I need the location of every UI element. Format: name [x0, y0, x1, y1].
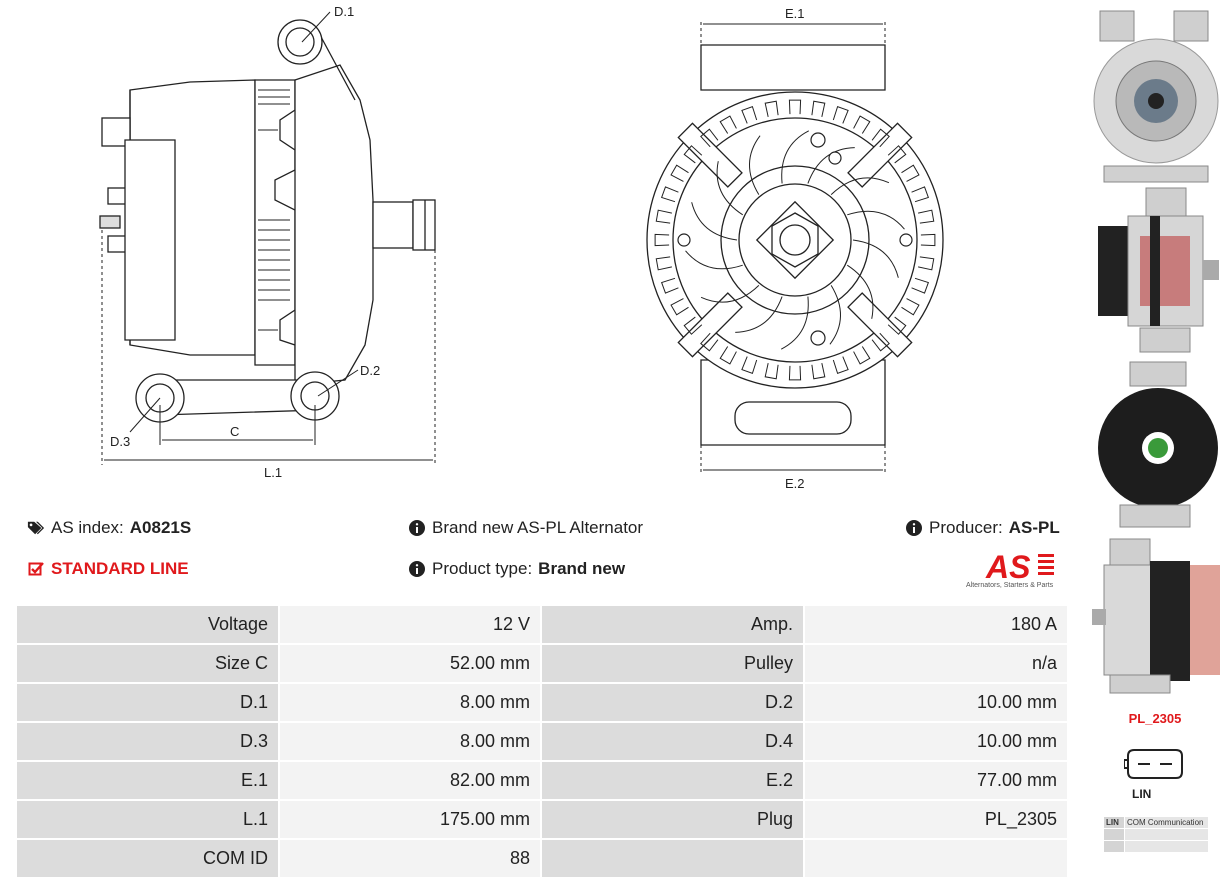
- label-d1: D.1: [334, 4, 354, 19]
- table-row: E.1 82.00 mm E.2 77.00 mm: [15, 760, 1069, 801]
- product-photo-side[interactable]: [1090, 186, 1222, 356]
- specification-table: Voltage 12 V Amp. 180 A Size C 52.00 mm …: [15, 604, 1069, 879]
- com-key: LIN: [1103, 816, 1125, 829]
- info-icon: [408, 519, 426, 537]
- spec-value: 52.00 mm: [278, 643, 542, 684]
- label-e1: E.1: [785, 6, 805, 21]
- label-c: C: [230, 424, 239, 439]
- standard-line-row: STANDARD LINE: [27, 559, 189, 579]
- spec-value: n/a: [803, 643, 1069, 684]
- spec-label: Plug: [540, 799, 805, 840]
- spec-value: 8.00 mm: [278, 721, 542, 762]
- producer-label: Producer:: [929, 518, 1003, 537]
- front-view-drawing: E.1 E.2: [646, 6, 944, 491]
- info-icon: [408, 560, 426, 578]
- spec-label: D.2: [540, 682, 805, 723]
- spec-value: [803, 838, 1069, 879]
- product-type-label: Product type:: [432, 559, 533, 578]
- tags-icon: [27, 519, 45, 537]
- label-d2: D.2: [360, 363, 380, 378]
- table-row: COM ID 88: [15, 838, 1069, 879]
- spec-value: 88: [278, 838, 542, 879]
- table-row: D.3 8.00 mm D.4 10.00 mm: [15, 721, 1069, 762]
- spec-value: 8.00 mm: [278, 682, 542, 723]
- product-photo-angle[interactable]: [1090, 535, 1222, 695]
- spec-value: 12 V: [278, 604, 542, 645]
- label-l1: L.1: [264, 465, 282, 480]
- brand-row: Brand new AS-PL Alternator: [408, 518, 643, 538]
- producer-value: AS-PL: [1008, 518, 1060, 537]
- as-index-label: AS index:: [51, 518, 124, 537]
- spec-label: Pulley: [540, 643, 805, 684]
- table-row: D.1 8.00 mm D.2 10.00 mm: [15, 682, 1069, 723]
- spec-label: D.4: [540, 721, 805, 762]
- plug-name[interactable]: PL_2305: [1128, 711, 1182, 726]
- spec-label: COM ID: [15, 838, 280, 879]
- product-photo-rear[interactable]: [1090, 360, 1222, 530]
- spec-label: L.1: [15, 799, 280, 840]
- table-row: L.1 175.00 mm Plug PL_2305: [15, 799, 1069, 840]
- spec-value: 77.00 mm: [803, 760, 1069, 801]
- com-table: LIN COM Communication: [1103, 816, 1209, 853]
- producer-row: Producer: AS-PL: [905, 518, 1060, 538]
- table-row: [1103, 828, 1209, 841]
- spec-value: 10.00 mm: [803, 721, 1069, 762]
- product-photo-front[interactable]: [1090, 6, 1222, 186]
- standard-line-label: STANDARD LINE: [51, 559, 189, 578]
- spec-value: 82.00 mm: [278, 760, 542, 801]
- table-row: LIN COM Communication: [1103, 816, 1209, 829]
- as-pl-logo: AS Alternators, Starters & Parts: [960, 548, 1070, 594]
- side-view-drawing: D.1 D.2 D.3 C L.1: [99, 4, 436, 480]
- logo-tagline: Alternators, Starters & Parts: [966, 582, 1054, 589]
- brand-text: Brand new AS-PL Alternator: [432, 518, 644, 537]
- as-index-row: AS index: A0821S: [27, 518, 191, 538]
- spec-label: E.1: [15, 760, 280, 801]
- spec-label: [540, 838, 805, 879]
- spec-label: D.3: [15, 721, 280, 762]
- spec-label: Size C: [15, 643, 280, 684]
- product-type-row: Product type: Brand new: [408, 559, 625, 579]
- spec-label: Voltage: [15, 604, 280, 645]
- logo-text: AS: [985, 549, 1031, 582]
- checkbox-checked-icon: [27, 560, 45, 578]
- table-row: [1103, 840, 1209, 853]
- spec-value: PL_2305: [803, 799, 1069, 840]
- plug-connector-icon: [1124, 749, 1183, 779]
- spec-value: 180 A: [803, 604, 1069, 645]
- label-d3: D.3: [110, 434, 130, 449]
- spec-label: E.2: [540, 760, 805, 801]
- plug-pin-label: LIN: [1132, 787, 1152, 801]
- as-index-value: A0821S: [129, 518, 192, 537]
- label-e2: E.2: [785, 476, 805, 491]
- com-value: COM Communication: [1124, 816, 1209, 829]
- spec-value: 10.00 mm: [803, 682, 1069, 723]
- product-type-value: Brand new: [538, 559, 626, 578]
- spec-label: Amp.: [540, 604, 805, 645]
- table-row: Voltage 12 V Amp. 180 A: [15, 604, 1069, 645]
- table-row: Size C 52.00 mm Pulley n/a: [15, 643, 1069, 684]
- info-icon: [905, 519, 923, 537]
- spec-label: D.1: [15, 682, 280, 723]
- spec-value: 175.00 mm: [278, 799, 542, 840]
